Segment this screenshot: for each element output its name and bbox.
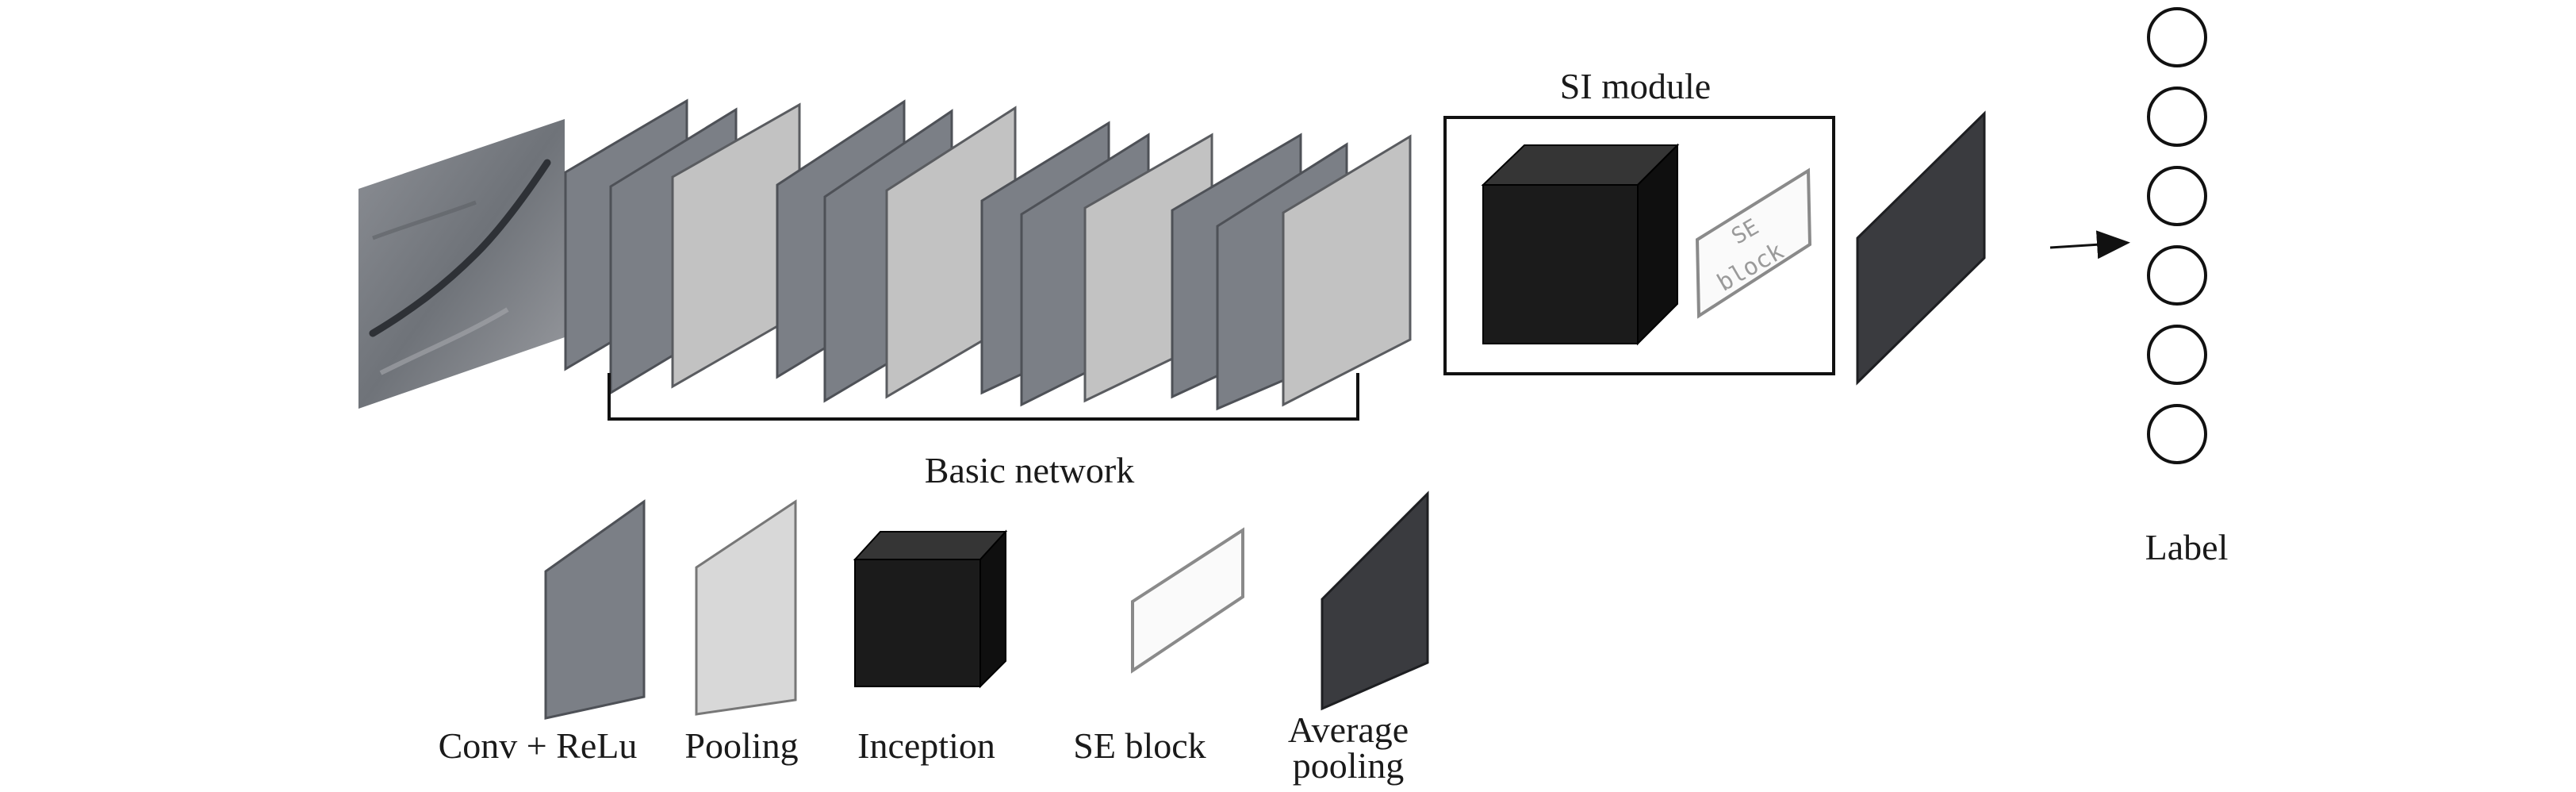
legend-conv-relu-label: Conv + ReLu (439, 725, 638, 766)
output-arrow (2049, 230, 2130, 260)
output-node (2147, 404, 2207, 464)
legend-average-pooling: Average pooling (1288, 490, 1429, 786)
output-nodes (2147, 7, 2207, 464)
si-module: SI module SE block (1443, 66, 1835, 375)
legend-se-block: SE block (1073, 527, 1244, 766)
legend-se-block-label: SE block (1073, 725, 1206, 766)
average-pooling-map (1856, 110, 1986, 386)
inception-cube (1481, 143, 1680, 346)
si-module-frame (1443, 116, 1835, 375)
legend: Conv + ReLu Pooling Inception SE block A… (439, 490, 1429, 786)
si-module-title: SI module (1560, 66, 1711, 106)
se-block-module: SE block (1695, 167, 1812, 319)
legend-average-pooling-label-line2: pooling (1293, 745, 1405, 786)
basic-network-bracket (608, 373, 1359, 421)
output-node (2147, 7, 2207, 67)
output-node (2147, 166, 2207, 226)
output-node (2147, 325, 2207, 385)
input-crack-image (358, 119, 565, 409)
legend-pooling: Pooling (684, 499, 799, 766)
legend-conv-relu: Conv + ReLu (439, 499, 646, 766)
pooling-map (1282, 134, 1412, 407)
output-node (2147, 245, 2207, 306)
legend-pooling-label: Pooling (684, 725, 798, 766)
output-node (2147, 87, 2207, 147)
output-label: Label (2145, 527, 2229, 567)
basic-network-stack (564, 98, 1412, 411)
legend-inception-label: Inception (857, 725, 995, 766)
basic-network-label: Basic network (925, 450, 1134, 490)
legend-average-pooling-label-line1: Average (1288, 709, 1409, 750)
legend-inception: Inception (853, 529, 1008, 766)
